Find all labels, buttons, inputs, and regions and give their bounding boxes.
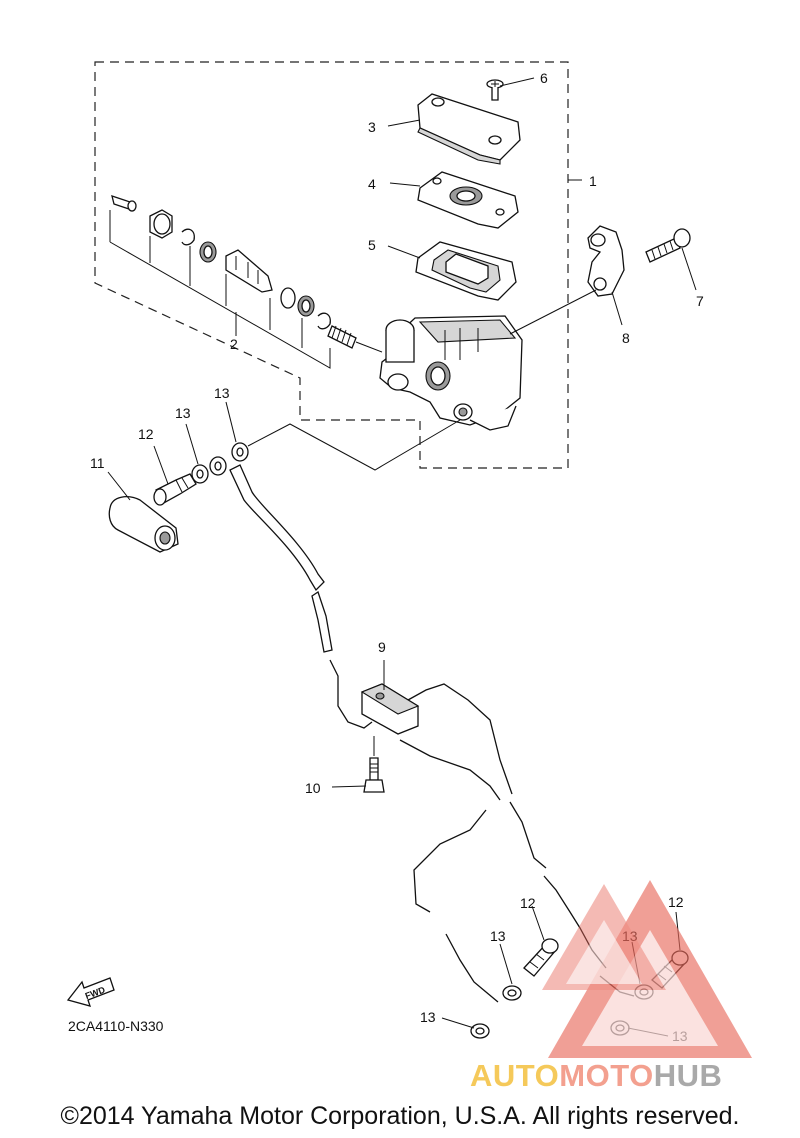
callout-6: 6 xyxy=(540,70,548,86)
callout-5: 5 xyxy=(368,237,376,253)
callout-12-upper: 12 xyxy=(138,426,154,442)
fwd-arrow-icon: FWD xyxy=(66,977,115,1007)
callout-12-lower-left: 12 xyxy=(520,895,536,911)
watermark-brand: AUTOMOTOHUB xyxy=(470,1058,722,1094)
callout-10: 10 xyxy=(305,780,321,796)
diaphragm-plate xyxy=(417,171,519,229)
union-bolt-lower-left xyxy=(523,938,559,977)
callout-13-b: 13 xyxy=(214,385,230,401)
union-bolt-cover xyxy=(108,496,179,553)
union-bolt-upper xyxy=(153,473,197,506)
holder-bolt xyxy=(645,228,691,263)
brand-hub: HUB xyxy=(653,1058,723,1093)
piston-kit xyxy=(109,195,383,369)
brand-moto: MOTO xyxy=(559,1058,654,1093)
brake-hose xyxy=(229,464,635,1003)
callout-2: 2 xyxy=(230,336,238,352)
callout-13-c: 13 xyxy=(490,928,506,944)
callout-11: 11 xyxy=(90,455,105,471)
callout-4: 4 xyxy=(368,176,376,192)
watermark-logo-icon xyxy=(542,880,752,1058)
callout-13-a: 13 xyxy=(175,405,191,421)
callout-7: 7 xyxy=(696,293,704,309)
assembly-outline xyxy=(94,61,569,469)
brand-auto: AUTO xyxy=(470,1058,560,1093)
callout-12-lower-right: 12 xyxy=(668,894,684,910)
callout-9: 9 xyxy=(378,639,386,655)
master-cylinder-body xyxy=(379,315,523,431)
diaphragm xyxy=(415,241,517,301)
joint-bolt xyxy=(363,757,385,793)
callout-8: 8 xyxy=(622,330,630,346)
callout-3: 3 xyxy=(368,119,376,135)
hose-joint xyxy=(360,683,420,735)
callout-1: 1 xyxy=(589,173,597,189)
cap-screw xyxy=(486,79,504,101)
diagram-code: 2CA4110-N330 xyxy=(68,1018,164,1034)
callout-13-d: 13 xyxy=(420,1009,436,1025)
copyright-text: ©2014 Yamaha Motor Corporation, U.S.A. A… xyxy=(60,1102,740,1130)
reservoir-cap xyxy=(417,93,521,165)
holder-clamp xyxy=(587,225,625,297)
